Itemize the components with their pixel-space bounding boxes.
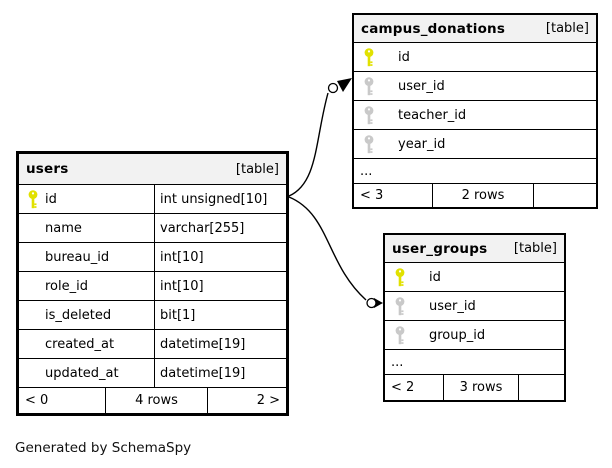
primary-key-icon: [395, 267, 429, 287]
column-name: updated_at: [45, 365, 119, 381]
table-row: id int unsigned[10]: [19, 184, 286, 213]
column-name: id: [45, 191, 57, 207]
table-name: user_groups: [392, 240, 488, 257]
column-type: varchar[255]: [160, 220, 245, 236]
table-row: updated_at datetime[19]: [19, 358, 286, 387]
table-users[interactable]: users [table] id int unsigned[10] name v…: [16, 151, 289, 416]
column-name: user_id: [429, 298, 476, 314]
footer-parents-count: [518, 375, 564, 400]
footer-children-count: < 2: [391, 380, 415, 395]
column-name: role_id: [45, 278, 88, 294]
footer-parents-count: [533, 184, 596, 207]
primary-key-icon: [28, 189, 45, 209]
column-type: int unsigned[10]: [160, 191, 268, 207]
hidden-columns-ellipsis: ...: [385, 349, 564, 374]
footer-row-count: 3 rows: [443, 375, 518, 400]
footer-parents-count: 2 >: [207, 388, 286, 413]
zero-or-many-circle-icon: [327, 82, 339, 94]
table-row: group_id: [385, 320, 564, 349]
key-icon-slot: [28, 306, 45, 325]
table-row: is_deleted bit[1]: [19, 300, 286, 329]
relationship-users-user-groups: [288, 196, 383, 309]
table-footer: < 2 3 rows: [385, 374, 564, 400]
zero-or-many-circle-icon: [366, 297, 377, 309]
table-row: id: [385, 262, 564, 291]
key-icon-slot: [28, 277, 45, 296]
arrowhead-icon: [374, 298, 383, 308]
table-footer: < 3 2 rows: [354, 183, 596, 207]
column-name: name: [45, 220, 82, 236]
footer-children-count: < 0: [25, 393, 49, 408]
column-name: created_at: [45, 336, 115, 352]
column-name: group_id: [429, 327, 486, 343]
column-type: datetime[19]: [160, 365, 246, 381]
table-row: id: [354, 42, 596, 71]
table-row: teacher_id: [354, 100, 596, 129]
table-row: bureau_id int[10]: [19, 242, 286, 271]
column-type: int[10]: [160, 278, 204, 294]
column-type: int[10]: [160, 249, 204, 265]
table-row: created_at datetime[19]: [19, 329, 286, 358]
primary-key-icon: [364, 47, 398, 67]
foreign-key-icon: [364, 105, 398, 125]
table-header[interactable]: users [table]: [19, 154, 286, 184]
table-row: year_id: [354, 129, 596, 158]
column-type: bit[1]: [160, 307, 196, 323]
table-type-label: [table]: [235, 161, 279, 177]
table-type-label: [table]: [545, 21, 589, 36]
relationship-users-campus-donations: [288, 78, 352, 197]
generated-by-caption: Generated by SchemaSpy: [15, 440, 192, 456]
table-header[interactable]: user_groups [table]: [385, 235, 564, 262]
arrowhead-icon: [337, 78, 352, 92]
key-icon-slot: [28, 364, 45, 383]
table-row: user_id: [385, 291, 564, 320]
footer-children-count: < 3: [360, 188, 384, 203]
column-type: datetime[19]: [160, 336, 246, 352]
table-name: users: [26, 161, 69, 177]
table-user-groups[interactable]: user_groups [table] id user_id group_id …: [383, 233, 566, 402]
table-header[interactable]: campus_donations [table]: [354, 15, 596, 42]
column-name: year_id: [398, 136, 446, 152]
table-row: role_id int[10]: [19, 271, 286, 300]
table-footer: < 0 4 rows 2 >: [19, 387, 286, 413]
table-name: campus_donations: [361, 20, 506, 37]
foreign-key-icon: [364, 76, 398, 96]
footer-row-count: 4 rows: [105, 388, 207, 413]
column-name: id: [398, 49, 410, 65]
hidden-columns-ellipsis: ...: [354, 158, 596, 183]
foreign-key-icon: [364, 134, 398, 154]
key-icon-slot: [28, 248, 45, 267]
table-campus-donations[interactable]: campus_donations [table] id user_id teac…: [352, 13, 598, 209]
key-icon-slot: [28, 219, 45, 238]
key-icon-slot: [28, 335, 45, 354]
column-name: bureau_id: [45, 249, 110, 265]
column-name: user_id: [398, 78, 445, 94]
column-name: is_deleted: [45, 307, 112, 323]
table-type-label: [table]: [513, 241, 557, 256]
column-name: id: [429, 269, 441, 285]
footer-row-count: 2 rows: [432, 184, 533, 207]
foreign-key-icon: [395, 325, 429, 345]
foreign-key-icon: [395, 296, 429, 316]
column-name: teacher_id: [398, 107, 467, 123]
table-row: name varchar[255]: [19, 213, 286, 242]
table-row: user_id: [354, 71, 596, 100]
